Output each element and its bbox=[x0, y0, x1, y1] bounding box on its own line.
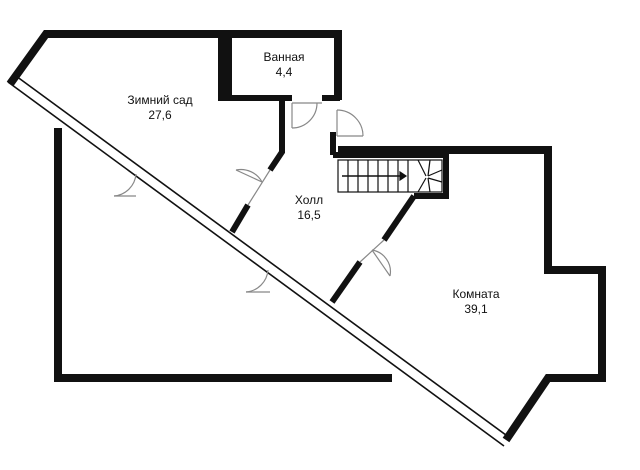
room-label-bathroom-area: 4,4 bbox=[276, 65, 293, 79]
room-label-room-name: Комната bbox=[453, 287, 500, 301]
room-label-winter-garden-area: 27,6 bbox=[148, 108, 172, 122]
door-swing bbox=[371, 249, 392, 277]
door-leaf bbox=[247, 169, 271, 206]
wall-garden-hall-lower bbox=[229, 203, 251, 234]
door-swing bbox=[291, 102, 318, 129]
room-label-hall-name: Холл bbox=[295, 193, 323, 207]
wall-stair-box bbox=[333, 152, 449, 199]
door-hall-room bbox=[359, 239, 392, 277]
stair-winder bbox=[427, 159, 431, 177]
interior-walls bbox=[218, 95, 449, 304]
door-bathroom bbox=[291, 102, 322, 129]
wall-left bbox=[54, 128, 392, 382]
glazed-wall-line-b bbox=[15, 75, 511, 439]
doors bbox=[113, 102, 392, 293]
staircase bbox=[337, 159, 443, 193]
wall-hall-room-lower bbox=[329, 260, 363, 304]
stair-winder bbox=[427, 177, 443, 183]
door-leaf bbox=[371, 249, 391, 277]
door-leaf bbox=[235, 169, 263, 183]
room-labels: Зимний сад 27,6 Ванная 4,4 Холл 16,5 Ком… bbox=[127, 50, 499, 316]
diagonal-glazed-wall bbox=[7, 75, 511, 447]
door-hall-stair bbox=[336, 109, 364, 137]
door-swing bbox=[235, 168, 263, 183]
stair-winder bbox=[427, 169, 443, 177]
wall-top-left bbox=[6, 30, 222, 87]
stair-winder bbox=[427, 177, 431, 193]
outer-walls bbox=[6, 30, 606, 443]
room-label-bathroom-name: Ванная bbox=[263, 50, 304, 64]
wall-bathroom-top bbox=[222, 30, 342, 100]
wall-right bbox=[338, 146, 606, 443]
door-swing bbox=[113, 173, 137, 197]
wall-block-bathroom bbox=[218, 34, 232, 100]
stair-arrow-head bbox=[399, 170, 408, 182]
wall-garden-hall bbox=[267, 100, 285, 172]
door-diagonal-left bbox=[113, 173, 137, 197]
glazed-wall-line-a bbox=[7, 81, 505, 447]
door-diagonal-middle bbox=[245, 269, 270, 293]
stair-outline bbox=[337, 159, 443, 193]
room-label-room-area: 39,1 bbox=[464, 302, 488, 316]
door-garden-hall bbox=[235, 168, 271, 206]
room-label-hall-area: 16,5 bbox=[297, 208, 321, 222]
stair-winder bbox=[417, 159, 427, 177]
stair-winder bbox=[417, 177, 427, 193]
door-swing bbox=[245, 269, 269, 293]
room-label-winter-garden-name: Зимний сад bbox=[127, 93, 192, 107]
wall-hall-room-upper bbox=[381, 194, 417, 242]
door-swing bbox=[336, 109, 364, 137]
